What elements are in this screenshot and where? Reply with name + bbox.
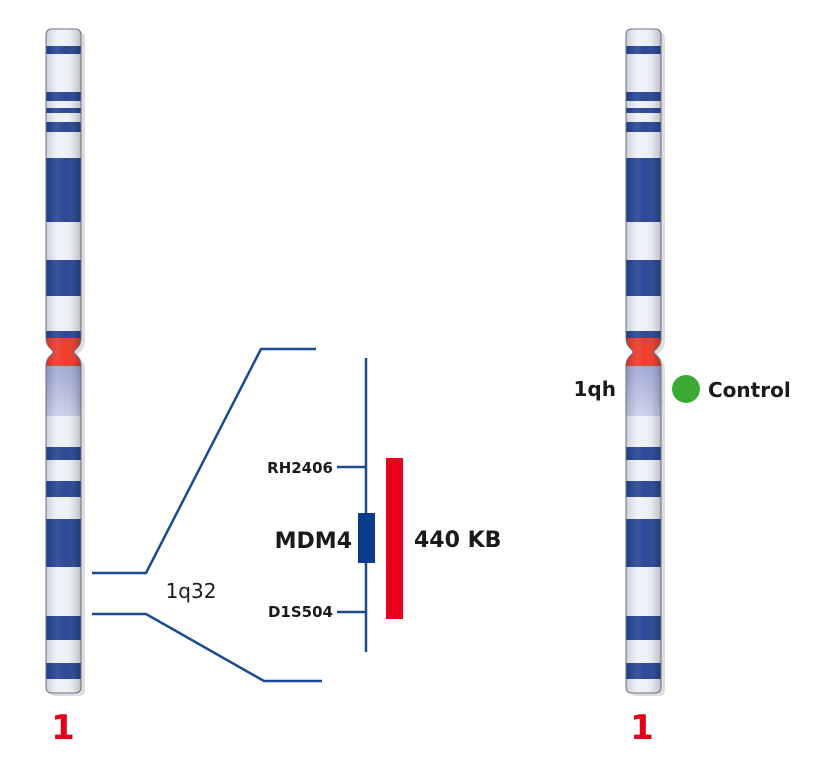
mdm4-gene-box <box>358 513 375 563</box>
control-label: Control <box>708 378 791 402</box>
zoom-line-top <box>92 347 316 575</box>
probe-bar <box>386 458 403 619</box>
right-chromosome-outline <box>625 28 662 694</box>
right-chromosome-1 <box>626 29 661 693</box>
gene-label: MDM4 <box>275 529 352 554</box>
zoomed-locus <box>337 358 403 652</box>
left-chromosome-outline <box>45 28 82 694</box>
left-chromosome-1 <box>46 29 81 693</box>
left-chromosome-number: 1 <box>51 708 75 748</box>
right-chromosome-number: 1 <box>630 708 654 748</box>
control-signal-dot <box>672 375 700 403</box>
chromosome-shading <box>46 29 81 693</box>
zoom-connector <box>92 347 322 683</box>
marker-label-bottom: D1S504 <box>268 603 333 621</box>
probe-size-label: 440 KB <box>414 528 501 553</box>
marker-label-top: RH2406 <box>267 459 333 477</box>
chromosome-shading <box>626 29 661 693</box>
region-label-1q32: 1q32 <box>166 579 217 603</box>
region-label-1qh: 1qh <box>574 377 616 401</box>
zoom-line-bottom <box>92 612 322 683</box>
